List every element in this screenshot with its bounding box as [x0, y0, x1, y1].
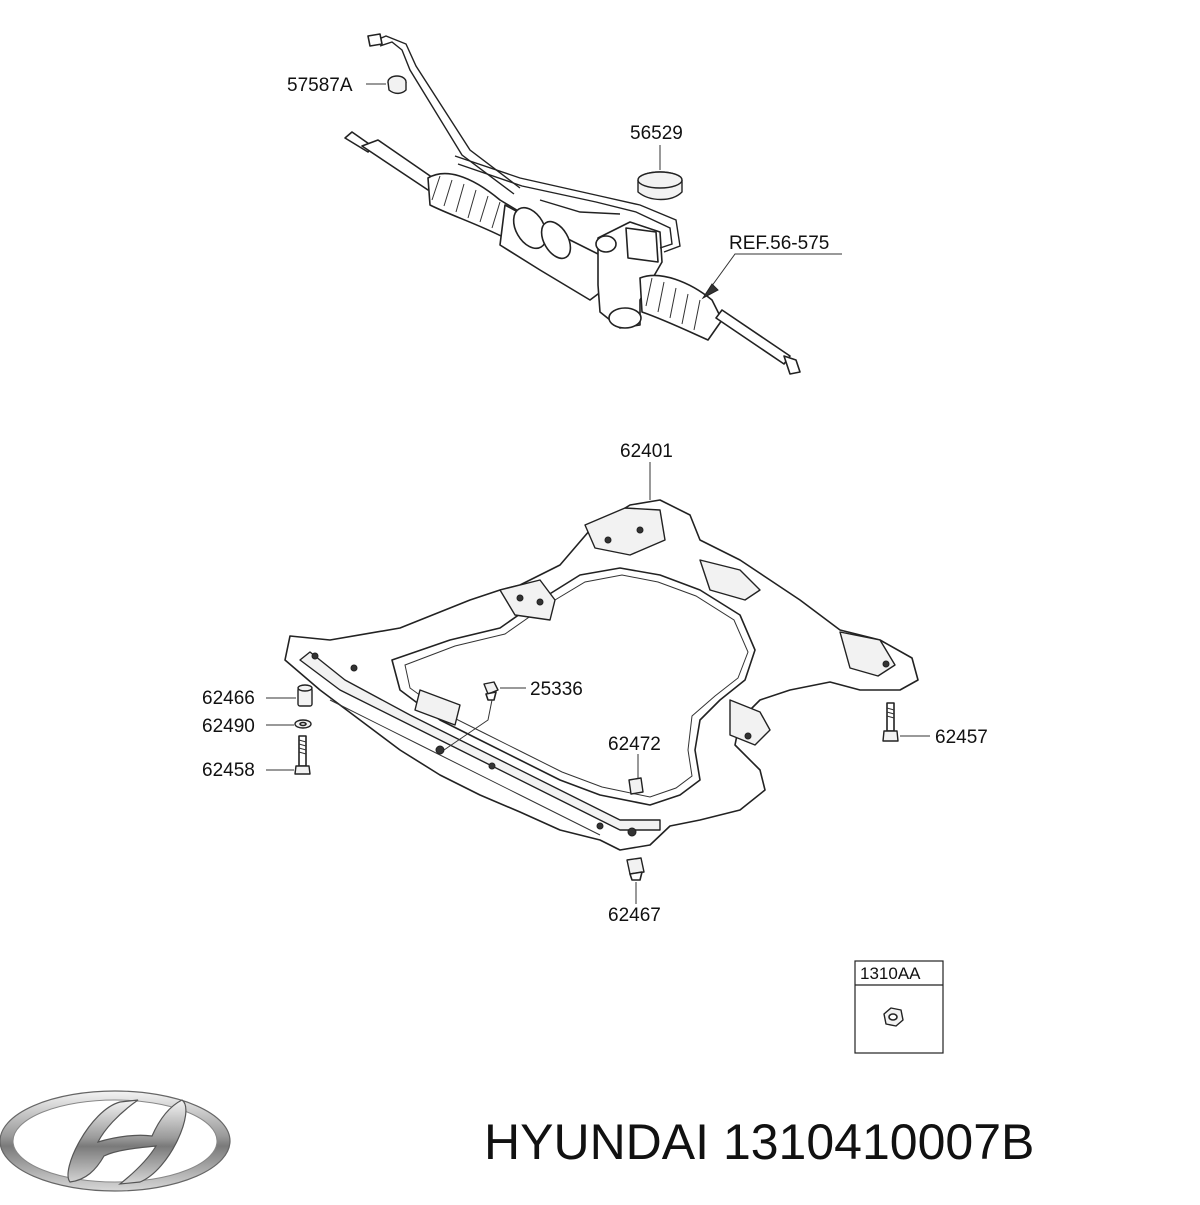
label-62467: 62467: [608, 905, 661, 926]
footer-title: HYUNDAI 1310410007B: [484, 1112, 1034, 1172]
label-57587A: 57587A: [287, 75, 353, 96]
hyundai-logo-icon: [0, 1090, 231, 1192]
label-62457: 62457: [935, 727, 988, 748]
label-ref-56-575: REF.56-575: [729, 233, 829, 254]
label-62458: 62458: [202, 760, 255, 781]
steering-gear-assembly: [344, 33, 801, 375]
label-62490: 62490: [202, 716, 255, 737]
mounting-rubber-part: [637, 171, 683, 201]
label-25336: 25336: [530, 679, 583, 700]
bolt-62457: [882, 702, 899, 742]
bushing-62466: [297, 684, 313, 707]
label-62401: 62401: [620, 441, 673, 462]
nut-62472: [628, 777, 644, 795]
label-62466: 62466: [202, 688, 255, 709]
hex-nut-icon: [883, 1007, 904, 1027]
bolt-62458: [294, 735, 311, 775]
washer-62490: [294, 719, 312, 729]
brand-name: HYUNDAI: [484, 1114, 710, 1170]
label-62472: 62472: [608, 734, 661, 755]
crossmember-subframe: [284, 499, 919, 851]
legend-box: 1310AA: [854, 960, 944, 1054]
hose-clip-part: [387, 75, 407, 95]
part-number: 1310410007B: [722, 1114, 1035, 1170]
label-56529: 56529: [630, 123, 683, 144]
legend-code: 1310AA: [860, 964, 921, 983]
nut-62467: [626, 857, 645, 881]
nut-25336: [483, 681, 499, 701]
